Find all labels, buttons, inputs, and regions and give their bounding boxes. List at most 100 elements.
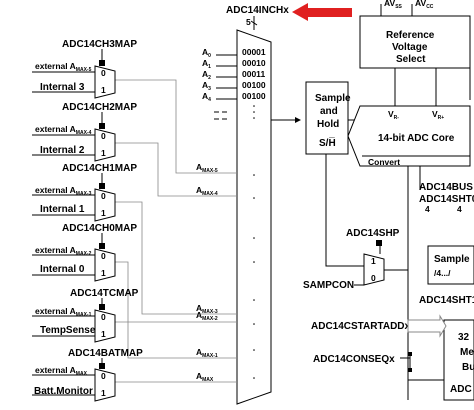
svg-text:14-bit ADC Core: 14-bit ADC Core <box>378 133 455 144</box>
svg-text:external AMAX-3: external AMAX-3 <box>35 185 92 197</box>
svg-text:Select: Select <box>396 54 426 65</box>
channel-code-row: A3 00100 <box>202 80 266 92</box>
svg-text:Internal 0: Internal 0 <box>40 264 85 275</box>
svg-text:AMAX-2: AMAX-2 <box>196 310 218 322</box>
svg-text:4: 4 <box>457 204 462 214</box>
svg-text:A0: A0 <box>202 47 211 59</box>
svg-text:AVCC: AVCC <box>415 0 434 10</box>
svg-text:Sample: Sample <box>315 93 351 104</box>
cstartadd-arrow-icon <box>407 314 447 338</box>
svg-text:Sample: Sample <box>434 254 470 265</box>
channel-code-row: A2 00011 <box>202 69 265 81</box>
mux-output-wires <box>115 79 237 383</box>
svg-text:VR+: VR+ <box>432 109 444 121</box>
svg-text:A4: A4 <box>202 91 211 103</box>
svg-text:AMAX-4: AMAX-4 <box>196 185 218 197</box>
svg-text:Voltage: Voltage <box>392 42 428 53</box>
inchx-width: 5 <box>246 17 251 27</box>
svg-text:AMAX-3: AMAX-3 <box>196 303 218 315</box>
svg-text:1: 1 <box>101 329 106 339</box>
svg-text:ADC14CH1MAP: ADC14CH1MAP <box>62 163 137 174</box>
svg-text:external AMAX-5: external AMAX-5 <box>35 61 92 73</box>
svg-text:1: 1 <box>101 148 106 158</box>
red-arrow-icon <box>292 3 352 21</box>
svg-text:ADC14CH3MAP: ADC14CH3MAP <box>62 39 137 50</box>
svg-text:AMAX: AMAX <box>196 371 214 383</box>
svg-text:4: 4 <box>425 204 430 214</box>
svg-text:32: 32 <box>458 332 470 343</box>
channel-code-row: A0 00001 <box>202 47 266 59</box>
svg-text:ADC14TCMAP: ADC14TCMAP <box>70 288 139 299</box>
svg-text:00011: 00011 <box>242 69 265 79</box>
svg-text:1: 1 <box>101 85 106 95</box>
channel-mux-2: ADC14CH2MAP 0 1 external AMAX-4 Internal … <box>32 102 137 162</box>
svg-text:Batt.Monitor: Batt.Monitor <box>34 386 93 397</box>
svg-text:1: 1 <box>101 268 106 278</box>
svg-text:0: 0 <box>371 273 376 283</box>
conseq-label: ADC14CONSEQx <box>313 354 395 365</box>
sampcon-mux <box>363 253 385 286</box>
svg-text:Internal 2: Internal 2 <box>40 145 85 156</box>
inchx-label: ADC14INCHx <box>226 5 289 16</box>
svg-text:TempSense: TempSense <box>40 325 96 336</box>
svg-text:Convert: Convert <box>368 157 400 167</box>
svg-text:Bu: Bu <box>462 362 474 373</box>
svg-text:0: 0 <box>101 191 106 201</box>
svg-text:0: 0 <box>101 68 106 78</box>
svg-text:ADC: ADC <box>450 384 472 395</box>
sh-label: S/H̅ <box>319 137 336 149</box>
svg-text:ADC14CH2MAP: ADC14CH2MAP <box>62 102 137 113</box>
svg-text:1: 1 <box>101 208 106 218</box>
sample-timer-block <box>427 245 474 285</box>
svg-text:VR-: VR- <box>388 109 399 121</box>
channel-code-list: A0 00001 A1 00010 A2 00011 A3 00100 A4 0… <box>202 47 266 103</box>
svg-text:0: 0 <box>101 251 106 261</box>
svg-text:00100: 00100 <box>242 80 266 90</box>
svg-text:Hold: Hold <box>317 119 339 130</box>
svg-text:ADC14SHT1: ADC14SHT1 <box>419 295 474 306</box>
svg-text:A1: A1 <box>202 58 211 70</box>
channel-mux-0: ADC14CH0MAP 0 1 external AMAX-2 Internal … <box>32 223 137 282</box>
svg-text:ADC14BUS: ADC14BUS <box>419 182 473 193</box>
reference-voltage-select <box>359 15 471 69</box>
svg-text:1: 1 <box>371 256 376 266</box>
analog-input-mux <box>236 29 272 405</box>
channel-code-row: A4 00100 <box>202 91 266 103</box>
svg-text:and: and <box>320 106 338 117</box>
svg-text:0: 0 <box>101 371 106 381</box>
svg-text:A2: A2 <box>202 69 211 81</box>
svg-text:Reference: Reference <box>386 30 435 41</box>
svg-text:Me: Me <box>460 347 474 358</box>
svg-text:0: 0 <box>101 131 106 141</box>
svg-text:AMAX-5: AMAX-5 <box>196 162 218 174</box>
channel-mux-3: ADC14CH3MAP 0 1 external AMAX-5 Internal … <box>32 39 137 99</box>
svg-text:0: 0 <box>101 312 106 322</box>
svg-text:A3: A3 <box>202 80 211 92</box>
svg-text:Internal 3: Internal 3 <box>40 82 85 93</box>
svg-text:Internal 1: Internal 1 <box>40 204 85 215</box>
svg-text:ADC14CH0MAP: ADC14CH0MAP <box>62 223 137 234</box>
svg-text:ADC14SHT0: ADC14SHT0 <box>419 194 474 205</box>
svg-text:external AMAX-2: external AMAX-2 <box>35 245 92 257</box>
adc-core-block <box>347 105 471 167</box>
cstartadd-label: ADC14CSTARTADDx <box>311 321 411 332</box>
svg-text:AVSS: AVSS <box>384 0 403 10</box>
channel-mux-1: ADC14CH1MAP 0 1 external AMAX-3 Internal … <box>32 163 137 222</box>
svg-text:external AMAX-4: external AMAX-4 <box>35 124 92 136</box>
svg-text:1: 1 <box>101 388 106 398</box>
svg-text:00100: 00100 <box>242 91 266 101</box>
svg-text:/4.../: /4.../ <box>434 268 451 278</box>
channel-code-row: A1 00010 <box>202 58 266 70</box>
svg-text:ADC14BATMAP: ADC14BATMAP <box>68 348 143 359</box>
sampcon-label: SAMPCON <box>303 280 354 291</box>
svg-text:00001: 00001 <box>242 47 266 57</box>
tempsense-mux: ADC14TCMAP 0 1 external AMAX-1 TempSense <box>32 288 139 343</box>
memory-buffer-block <box>443 319 474 401</box>
svg-text:AMAX-1: AMAX-1 <box>196 347 218 359</box>
svg-text:external AMAX-1: external AMAX-1 <box>35 306 92 318</box>
shp-label: ADC14SHP <box>346 228 400 239</box>
svg-text:00010: 00010 <box>242 58 266 68</box>
battery-mux: ADC14BATMAP 0 1 external AMAX Batt.Monito… <box>32 348 143 402</box>
svg-text:external AMAX: external AMAX <box>35 365 88 377</box>
